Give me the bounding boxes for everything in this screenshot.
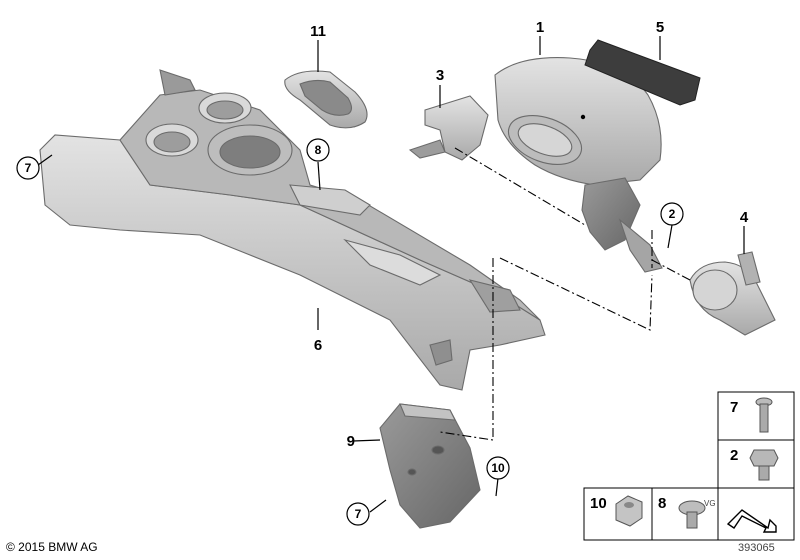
callout-circle-8 — [306, 138, 330, 162]
screw-vg-icon — [678, 500, 706, 529]
callout-7: 7 — [25, 161, 32, 175]
callout-circle-2 — [660, 202, 684, 226]
leader-lines — [37, 36, 745, 513]
callout-circle-10 — [486, 456, 510, 480]
table-label-7: 7 — [730, 399, 738, 416]
tray-insert — [284, 70, 368, 129]
cover-cap — [689, 251, 776, 336]
callout-7b: 7 — [355, 507, 362, 521]
nut-icon — [615, 495, 643, 527]
fastener-table: 7 2 10 8 VG — [583, 391, 795, 541]
copyright-text: © 2015 BMW AG — [6, 540, 98, 554]
screw-icon — [755, 397, 773, 433]
clip-icon — [726, 509, 777, 533]
callout-6: 6 — [314, 337, 322, 354]
diagram-number: 393065 — [738, 542, 775, 554]
callout-9: 9 — [347, 433, 355, 450]
callout-1: 1 — [536, 19, 544, 36]
mounting-bracket — [379, 403, 481, 529]
armrest-mat — [584, 39, 701, 106]
assembly-lines — [439, 147, 691, 441]
armrest-bracket — [408, 95, 489, 161]
callout-10: 10 — [491, 461, 505, 475]
callout-2: 2 — [669, 207, 676, 221]
table-label-8: 8 — [658, 495, 666, 512]
table-mark-vg: VG — [704, 499, 716, 508]
armrest — [494, 57, 663, 273]
callout-11: 11 — [310, 23, 326, 40]
callout-5: 5 — [656, 19, 664, 36]
bolt-icon — [749, 449, 779, 481]
callout-circle-7b — [346, 502, 370, 526]
callout-4: 4 — [740, 209, 749, 226]
callout-3: 3 — [436, 67, 444, 84]
callout-8: 8 — [315, 143, 322, 157]
table-label-10: 10 — [590, 495, 607, 512]
callout-circle-7 — [16, 156, 40, 180]
center-console — [39, 69, 546, 391]
table-label-2: 2 — [730, 447, 738, 464]
